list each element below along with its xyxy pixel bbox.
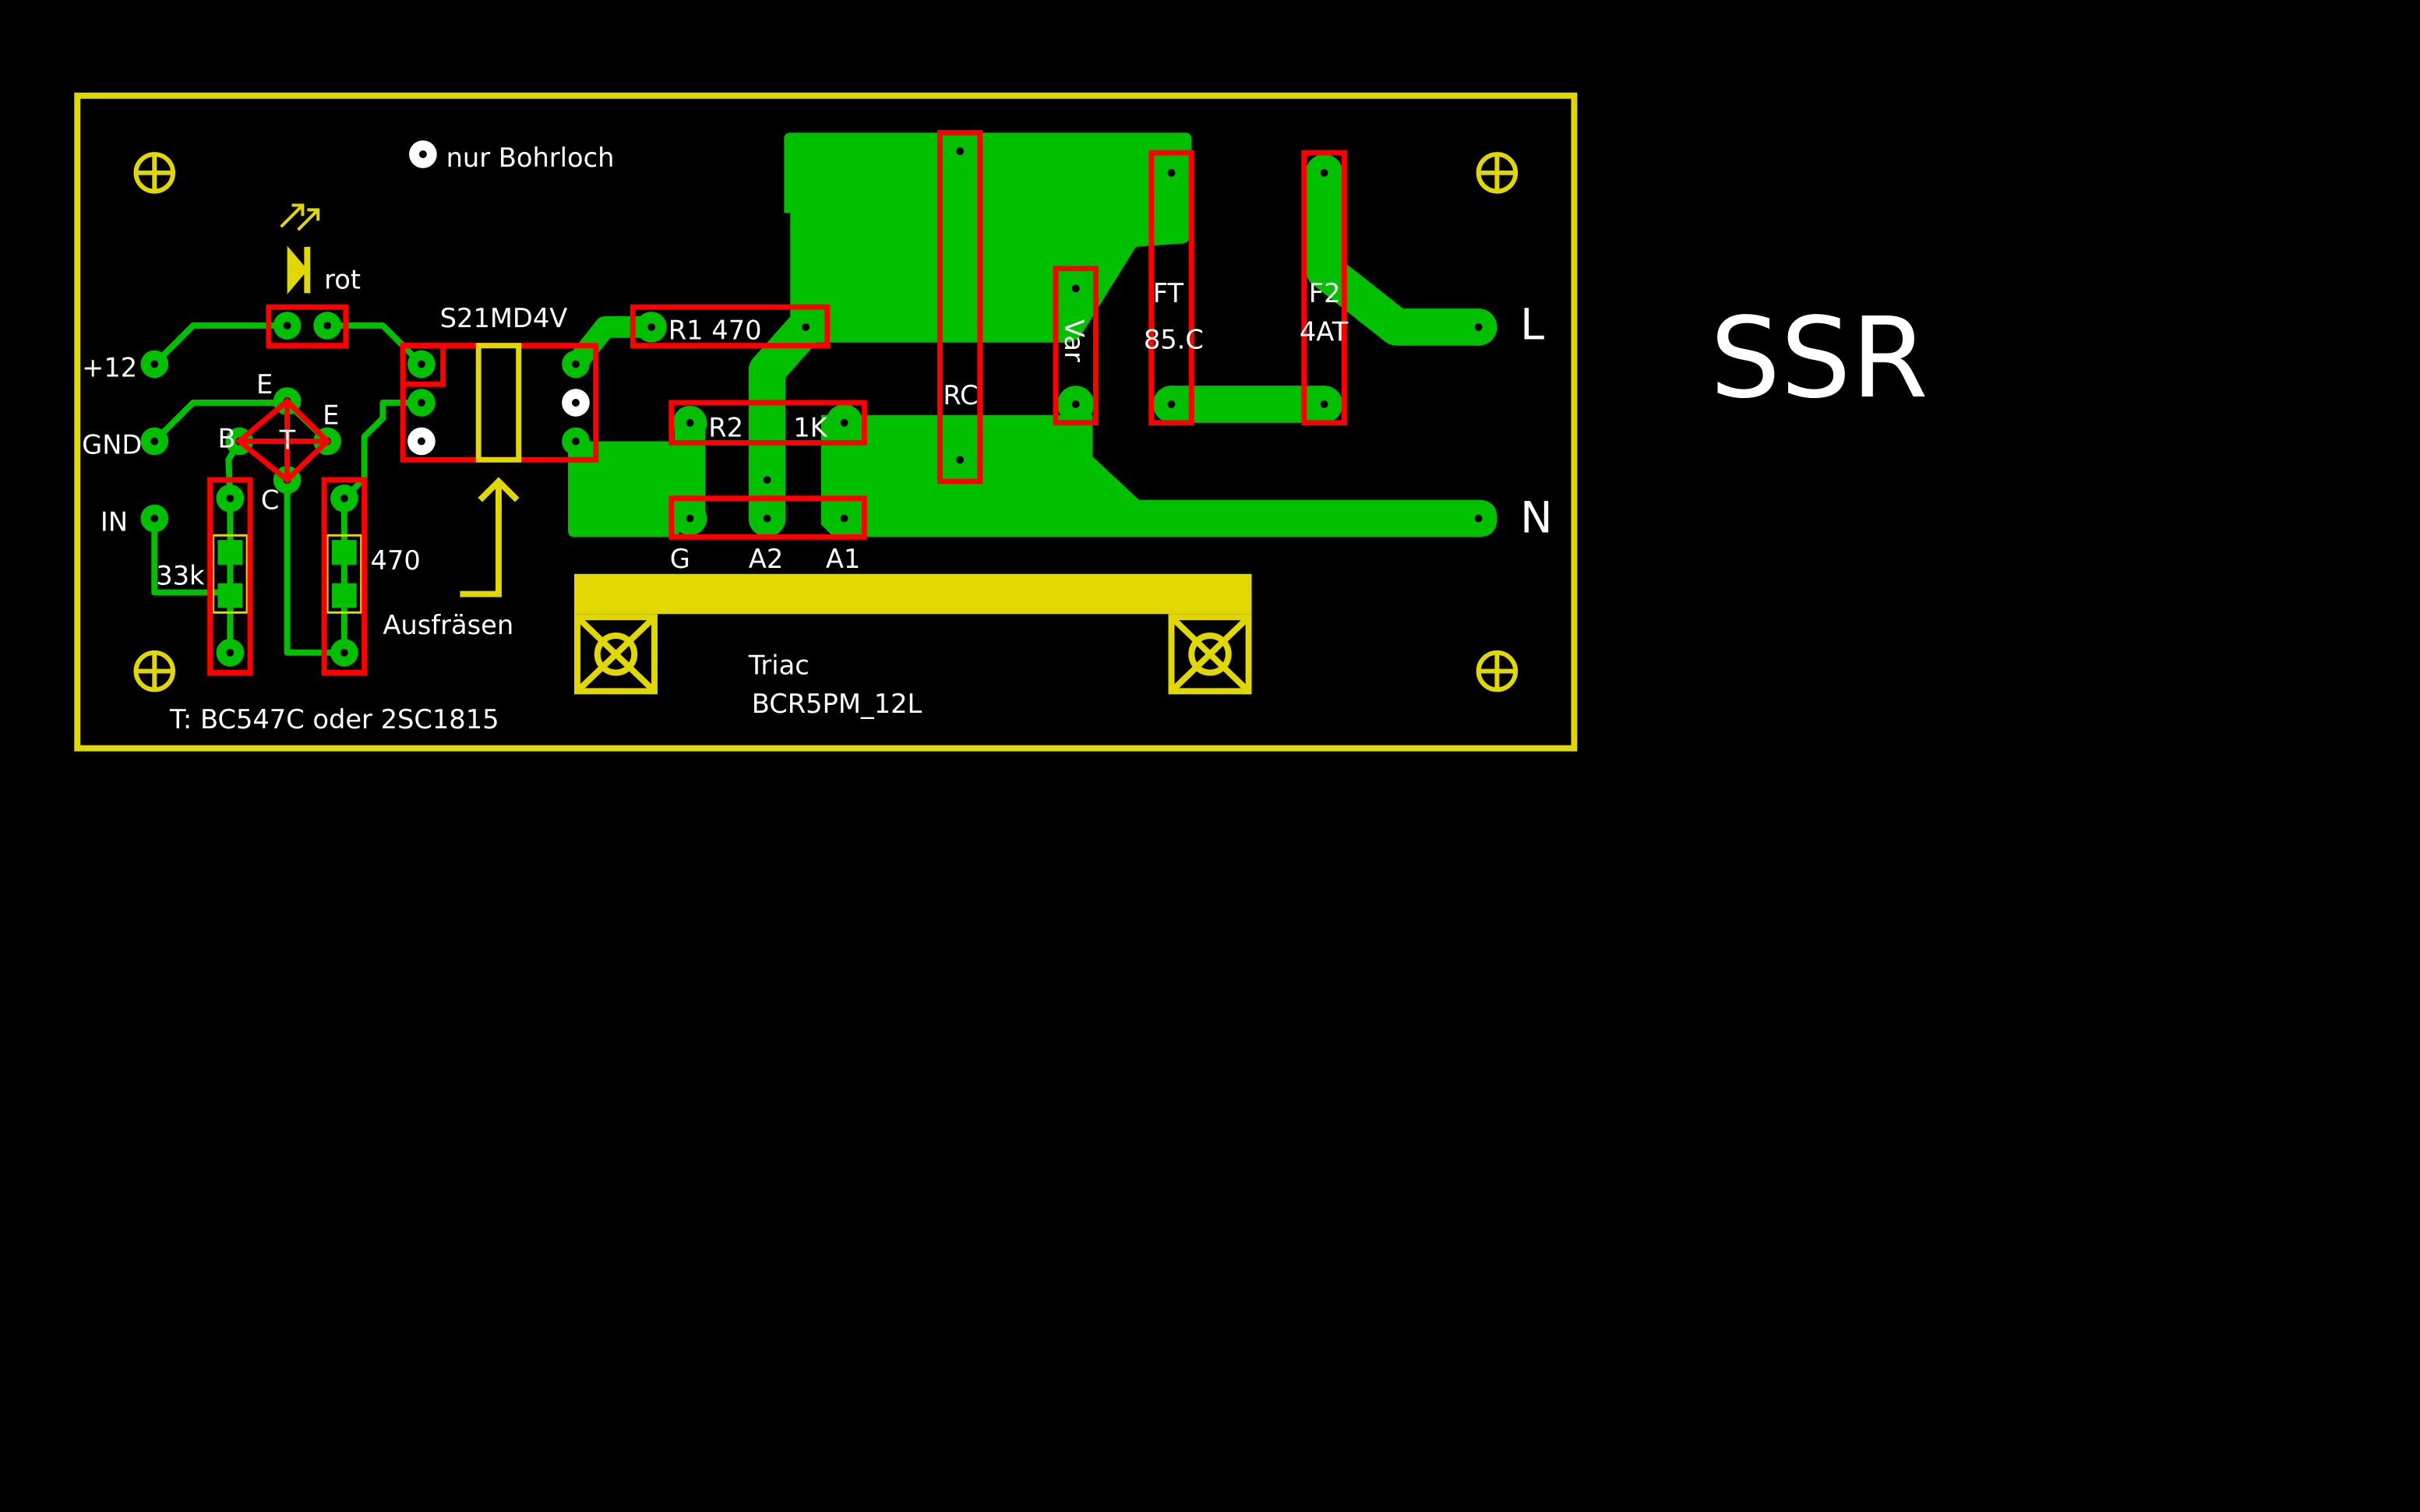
triac-pin-g-label: G xyxy=(670,544,690,574)
transistor-emitter-label: E xyxy=(256,369,273,400)
triac-name-label: Triac xyxy=(748,650,810,681)
smd-resistor-outline xyxy=(212,534,363,614)
pads xyxy=(140,147,1498,667)
drill-hole xyxy=(956,147,965,156)
drill-hole xyxy=(417,360,425,368)
drill-hole xyxy=(686,418,694,427)
resistor-33k-label: 33k xyxy=(156,561,205,591)
board-title: SSR xyxy=(1710,294,1928,423)
r2-label: R2 xyxy=(708,413,743,443)
triac-pin-a1-label: A1 xyxy=(826,544,860,574)
transistor-name-label: T xyxy=(279,425,296,455)
drill-hole xyxy=(1474,514,1483,523)
drill-hole xyxy=(1071,400,1080,408)
connector-live-label: L xyxy=(1520,301,1544,351)
rc-label: RC xyxy=(943,380,978,411)
connector-plus12-label: +12 xyxy=(82,352,137,382)
led-icon xyxy=(287,245,311,294)
drill-hole xyxy=(840,418,848,427)
transistor-note: T: BC547C oder 2SC1815 xyxy=(169,704,499,735)
connector-gnd-label: GND xyxy=(82,429,142,460)
drill-hole xyxy=(150,514,159,523)
drill-hole xyxy=(802,322,810,331)
r2-value-label: 1K xyxy=(793,413,827,443)
drill-hole xyxy=(647,322,655,331)
smd-pads xyxy=(217,540,357,608)
drill-hole xyxy=(226,494,235,502)
drill-only-pads xyxy=(407,140,590,456)
varistor-label: Var xyxy=(1059,319,1089,362)
connector-in-label: IN xyxy=(101,506,128,537)
led-color-label: rot xyxy=(324,264,361,294)
drill-hole xyxy=(1071,284,1080,293)
resistor-470-label: 470 xyxy=(371,545,421,576)
drill-hole xyxy=(150,360,159,368)
drill-hole xyxy=(283,321,291,330)
transistor-base-label: B xyxy=(217,423,235,453)
drill-hole xyxy=(1167,400,1176,408)
transistor-collector-label: C xyxy=(261,485,280,516)
fuse-label: F2 xyxy=(1309,278,1341,308)
copper-pour xyxy=(568,132,1498,537)
triac-heatsink xyxy=(573,573,1252,695)
r1-label: R1 470 xyxy=(668,315,762,346)
thermal-fuse-label: FT xyxy=(1153,278,1184,308)
mill-arrow-icon xyxy=(460,477,520,597)
drill-hole xyxy=(340,494,348,502)
drill-hole xyxy=(340,648,348,657)
board-outline xyxy=(74,92,1578,752)
thermal-fuse-value: 85.C xyxy=(1144,325,1204,355)
drill-hole xyxy=(1320,168,1328,177)
drill-hole xyxy=(1474,322,1483,331)
drill-hole xyxy=(686,514,694,523)
triac-part-label: BCR5PM_12L xyxy=(752,689,922,719)
drill-hole xyxy=(150,437,159,446)
light-arrows-icon xyxy=(280,203,320,231)
mill-out-note: Ausfräsen xyxy=(383,610,513,640)
drill-hole xyxy=(840,514,848,523)
component-outlines xyxy=(207,129,1347,676)
drill-hole xyxy=(226,648,235,657)
drill-hole xyxy=(417,398,425,407)
drill-hole xyxy=(763,476,771,484)
transistor-emitter2-label: E xyxy=(323,400,339,431)
triac-pin-a2-label: A2 xyxy=(749,544,783,574)
drill-hole xyxy=(763,514,771,523)
drill-hole xyxy=(1167,168,1176,177)
drill-hole xyxy=(572,360,580,368)
optocoupler-label: S21MD4V xyxy=(440,303,568,333)
drill-hole xyxy=(1320,400,1328,408)
connector-neutral-label: N xyxy=(1520,493,1552,543)
drill-only-note: nur Bohrloch xyxy=(446,143,615,173)
drill-hole xyxy=(572,437,580,446)
optocoupler-slot xyxy=(475,343,522,463)
mounting-hole-icon xyxy=(133,152,1519,693)
drill-hole xyxy=(323,321,332,330)
fuse-value: 4AT xyxy=(1300,317,1349,347)
drill-hole xyxy=(956,456,965,464)
